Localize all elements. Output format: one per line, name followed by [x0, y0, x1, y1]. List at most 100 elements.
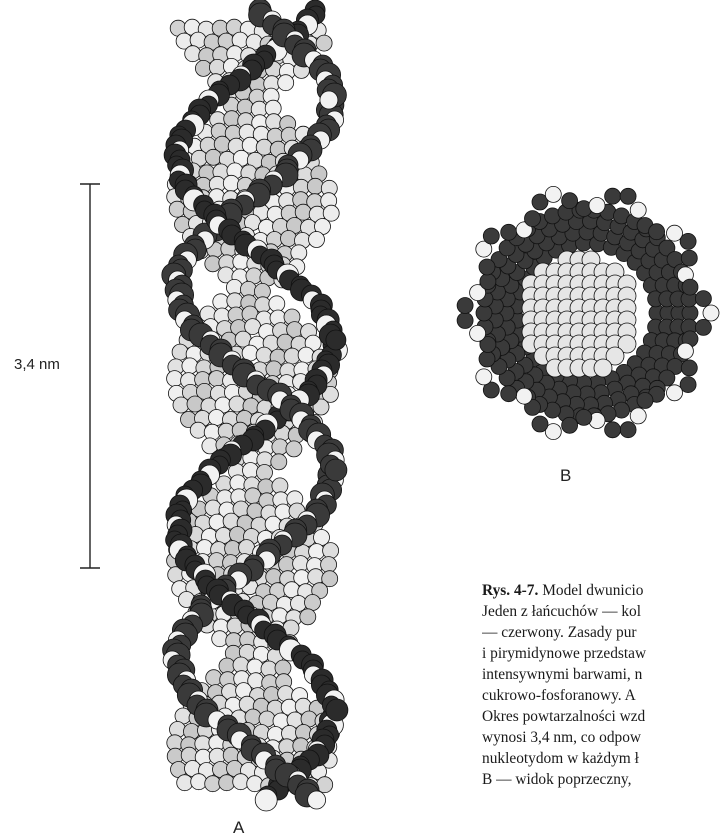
- ring-atom: [620, 188, 636, 204]
- ring-atom: [476, 305, 492, 321]
- dna-helix-side-view: [130, 0, 380, 812]
- ring-atom: [516, 388, 532, 404]
- backbone-atom: [325, 459, 347, 481]
- backbone-atom: [255, 789, 277, 811]
- backbone-atom: [308, 791, 326, 809]
- base-atom: [209, 59, 225, 75]
- caption-line-7: wynosi 3,4 nm, co odpow: [482, 727, 722, 748]
- base-atom: [309, 232, 325, 248]
- base-atom: [212, 631, 228, 647]
- ring-atom: [480, 274, 496, 290]
- ring-atom: [476, 369, 492, 385]
- ring-atom: [677, 343, 693, 359]
- ring-atom: [483, 228, 499, 244]
- caption-line-2: — czerwony. Zasady pur: [482, 622, 722, 643]
- ring-atom: [605, 422, 621, 438]
- ring-atom: [620, 422, 636, 438]
- ring-atom: [667, 385, 683, 401]
- ring-atom: [682, 279, 698, 295]
- base-atom: [243, 463, 259, 479]
- base-atom: [278, 75, 294, 91]
- base-atom: [298, 347, 314, 363]
- base-atom: [307, 178, 323, 194]
- base-atom: [223, 175, 239, 191]
- caption-line-1: Jeden z łańcuchów — kol: [482, 601, 722, 622]
- base-atom: [305, 595, 321, 611]
- figure-caption: Rys. 4-7. Model dwunicio Jeden z łańcuch…: [482, 580, 722, 790]
- core-atom: [594, 359, 612, 377]
- base-atom: [197, 540, 213, 556]
- base-atom: [266, 114, 282, 130]
- base-atom: [218, 423, 234, 439]
- ring-atom: [457, 313, 473, 329]
- figure-label-a: A: [233, 818, 244, 838]
- base-atom: [195, 60, 211, 76]
- base-atom: [224, 111, 240, 127]
- base-atom: [239, 540, 255, 556]
- ring-atom: [680, 377, 696, 393]
- base-atom: [182, 358, 198, 374]
- dna-cross-section: [452, 178, 722, 448]
- base-atom: [172, 344, 188, 360]
- ring-atom: [703, 305, 719, 321]
- base-atom: [227, 293, 243, 309]
- base-atom: [256, 347, 272, 363]
- figure-number: Rys. 4-7.: [482, 582, 538, 599]
- base-atom: [229, 396, 245, 412]
- ring-atom: [576, 409, 592, 425]
- base-atom: [205, 776, 221, 792]
- ring-atom: [470, 325, 486, 341]
- caption-line-8: nukleotydom w każdym ł: [482, 748, 722, 769]
- base-atom: [308, 569, 324, 585]
- base-atom: [185, 46, 201, 62]
- base-atom: [206, 670, 222, 686]
- base-atom: [225, 541, 241, 557]
- base-atom: [316, 35, 332, 51]
- base-atom: [291, 596, 307, 612]
- ring-atom: [479, 351, 495, 367]
- ring-atom: [630, 202, 646, 218]
- base-atom: [245, 488, 261, 504]
- backbone-atom: [320, 91, 338, 109]
- caption-line-6: Okres powtarzalności wzd: [482, 706, 722, 727]
- base-atom: [209, 371, 225, 387]
- base-atom: [235, 331, 251, 347]
- scale-label: 3,4 nm: [14, 356, 60, 373]
- ring-atom: [501, 224, 517, 240]
- ring-atom: [457, 298, 473, 314]
- base-atom: [190, 422, 206, 438]
- ring-atom: [562, 417, 578, 433]
- base-atom: [293, 556, 309, 572]
- base-atom: [247, 776, 263, 792]
- backbone-atom: [326, 330, 346, 350]
- caption-text: Model dwunicio: [542, 582, 643, 599]
- base-atom: [191, 774, 207, 790]
- base-atom: [271, 454, 287, 470]
- base-atom: [323, 543, 339, 559]
- ring-atom: [649, 224, 665, 240]
- caption-line-4: intensywnymi barwami, n: [482, 664, 722, 685]
- ring-atom: [630, 408, 646, 424]
- ring-atom: [589, 198, 605, 214]
- base-atom: [284, 348, 300, 364]
- base-atom: [173, 397, 189, 413]
- scale-bar: [78, 180, 102, 572]
- base-atom: [205, 149, 221, 165]
- ring-atom: [545, 186, 561, 202]
- base-atom: [219, 775, 235, 791]
- base-atom: [272, 439, 288, 455]
- base-atom: [204, 424, 220, 440]
- base-atom: [169, 201, 185, 217]
- base-atom: [300, 609, 316, 625]
- base-atom: [277, 334, 293, 350]
- base-atom: [187, 396, 203, 412]
- ring-atom: [479, 259, 495, 275]
- base-atom: [279, 557, 295, 573]
- ring-atom: [682, 305, 698, 321]
- ring-atom: [501, 386, 517, 402]
- ring-atom: [695, 319, 711, 335]
- backbone-atom: [326, 699, 348, 721]
- ring-atom: [525, 211, 541, 227]
- ring-atom: [695, 291, 711, 307]
- base-atom: [281, 231, 297, 247]
